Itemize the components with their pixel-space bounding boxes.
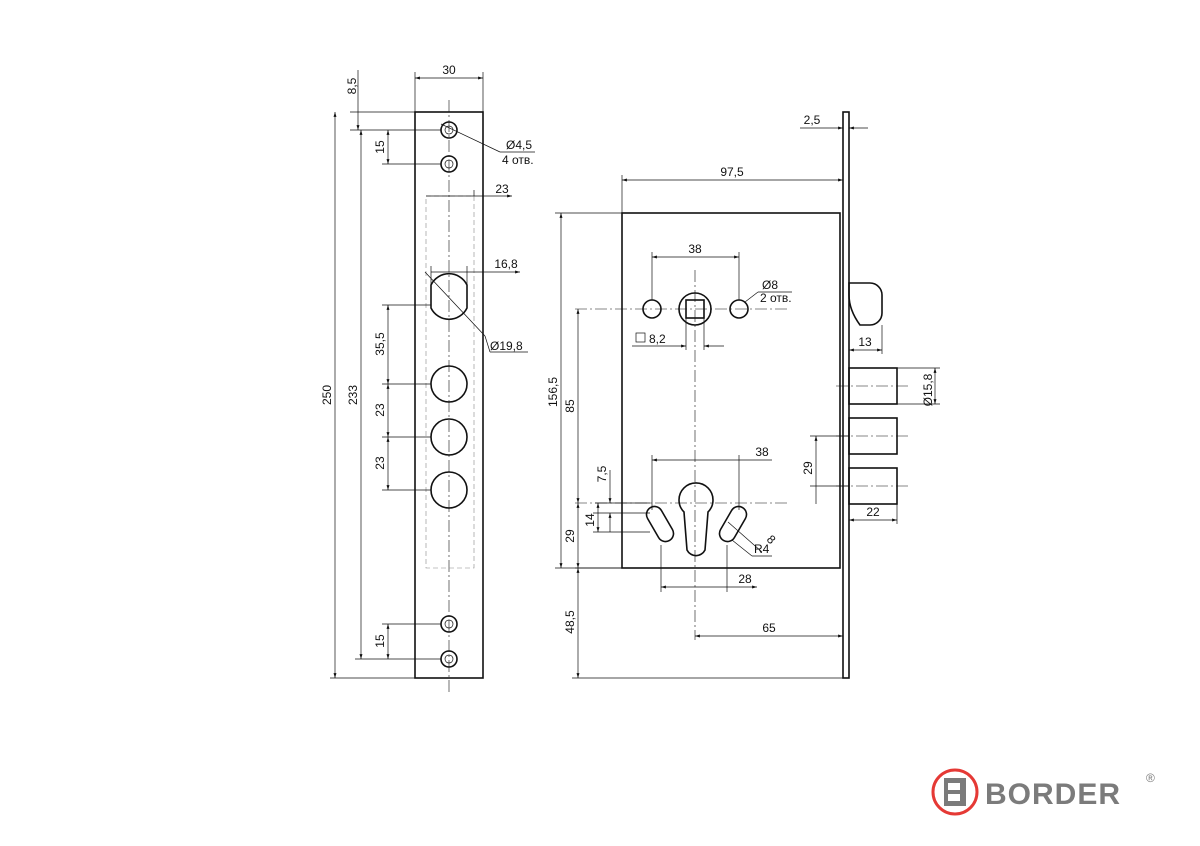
dim-offset-29: 29 (563, 529, 577, 543)
brand-logo-circle (931, 768, 979, 816)
latch-diagonal (424, 271, 486, 337)
dim-backset: 65 (762, 621, 776, 635)
cylinder-keyway (678, 482, 714, 557)
dim-top-offset: 8,5 (345, 77, 359, 94)
faceplate-view: 30 8,5 250 233 15 Ø4,5 4 отв. 23 16,8 (320, 63, 535, 692)
dim-latch-projection: 13 (858, 335, 872, 349)
front-plate-edge (842, 111, 850, 679)
body-view: 2,5 97,5 38 Ø8 2 отв. 8,2 156,5 85 1 (546, 111, 940, 679)
dim-bolt-pitch: 29 (801, 461, 815, 475)
latch-bolt (848, 282, 883, 326)
dim-hole-span: 233 (346, 385, 360, 405)
square-symbol (635, 332, 646, 343)
dim-slot-radius: R4 (754, 542, 770, 556)
latch-opening (430, 272, 468, 321)
dim-bottom-offset: 48,5 (563, 610, 577, 634)
dim-spindle-square: 8,2 (649, 332, 666, 346)
brand-registered: ® (1146, 771, 1155, 785)
dim-body-height: 156,5 (546, 377, 560, 407)
dim-spindle-pitch: 38 (688, 242, 702, 256)
brand-logo: BORDER ® (931, 768, 1155, 816)
dim-plate-thickness: 2,5 (804, 113, 821, 127)
dim-total-length: 250 (320, 385, 334, 405)
dim-offset-14: 14 (583, 513, 597, 527)
dim-mount-hole: Ø4,5 (506, 138, 532, 152)
dim-width: 30 (442, 63, 456, 77)
dim-body-depth: 97,5 (720, 165, 744, 179)
dim-spindle-to-cylinder: 85 (563, 399, 577, 413)
dim-bolt-diameter: Ø15,8 (921, 373, 935, 406)
dim-latch-width: 16,8 (494, 257, 518, 271)
dim-hole-pitch-top: 15 (373, 140, 387, 154)
lock-body-outline (621, 212, 841, 569)
slot-right (718, 505, 748, 543)
dim-cylinder-pitch: 38 (755, 445, 769, 459)
dim-bolt-projection: 22 (866, 505, 880, 519)
dim-cutout-width: 23 (495, 182, 509, 196)
dim-slot-spacing: 28 (738, 572, 752, 586)
slot-left (645, 505, 675, 543)
dim-latch-diameter: Ø19,8 (490, 339, 523, 353)
dim-offset-7-5: 7,5 (595, 465, 609, 482)
dim-mount-hole-count: 4 отв. (502, 153, 534, 167)
brand-name: BORDER (985, 778, 1121, 811)
dim-bolt-pitch-1: 23 (373, 403, 387, 417)
dim-bolt-pitch-2: 23 (373, 456, 387, 470)
dim-latch-to-bolt: 35,5 (373, 332, 387, 356)
dim-side-hole-count: 2 отв. (760, 291, 792, 305)
dim-hole-pitch-bottom: 15 (373, 634, 387, 648)
dim-side-hole: Ø8 (762, 278, 778, 292)
